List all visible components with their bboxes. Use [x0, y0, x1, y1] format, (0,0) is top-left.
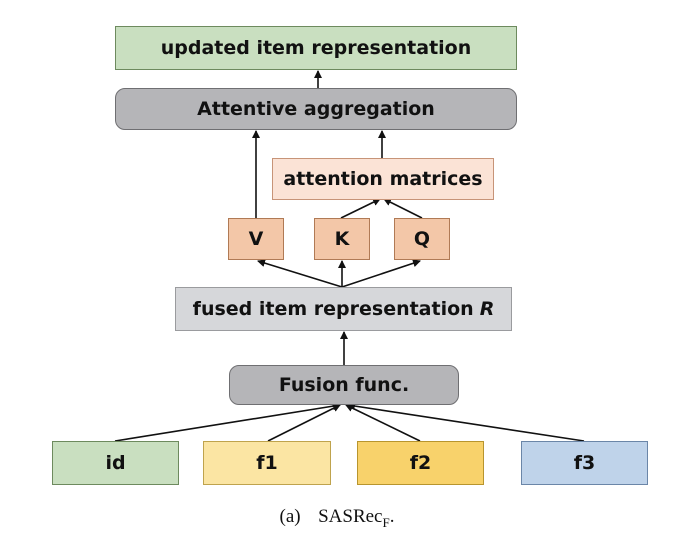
fusion-func-node: Fusion func. — [229, 365, 459, 405]
v-label: V — [248, 228, 264, 250]
attentive-aggregation-label: Attentive aggregation — [197, 98, 435, 120]
attention-matrices-label: attention matrices — [283, 168, 483, 190]
k-label: K — [334, 228, 350, 250]
attentive-aggregation-node: Attentive aggregation — [115, 88, 517, 130]
f3-feature-label: f3 — [573, 452, 596, 474]
updated-item-representation-label: updated item representation — [160, 37, 472, 59]
f1-feature-node: f1 — [203, 441, 331, 485]
arrow-fused-to-q — [341, 259, 421, 288]
f2-feature-label: f2 — [409, 452, 432, 474]
arrow-fused-to-v — [257, 259, 343, 288]
arrow-f2-to-fusion — [345, 404, 421, 442]
v-node: V — [228, 218, 284, 260]
q-label: Q — [413, 228, 431, 250]
caption-subscript: F — [382, 514, 390, 530]
caption-label: (a) — [279, 506, 301, 527]
fusion-func-label: Fusion func. — [278, 374, 410, 396]
arrow-f1-to-fusion — [267, 404, 341, 442]
arrow-k-to-attention — [340, 198, 381, 219]
arrow-f3-to-fusion — [347, 402, 585, 442]
caption-end: . — [389, 506, 395, 527]
k-node: K — [314, 218, 370, 260]
caption-model: SASRec — [318, 506, 383, 527]
f3-feature-node: f3 — [521, 441, 648, 485]
arrow-q-to-attention — [383, 198, 423, 219]
fused-item-representation-label: fused item representation — [192, 298, 474, 320]
id-feature-node: id — [52, 441, 179, 485]
f1-feature-label: f1 — [256, 452, 278, 474]
fused-item-representation-variable: R — [479, 298, 495, 320]
f2-feature-node: f2 — [357, 441, 484, 485]
figure-caption: (a) SASRecF. — [0, 506, 674, 531]
fused-item-representation-node: fused item representation R — [175, 287, 512, 331]
q-node: Q — [394, 218, 450, 260]
arrow-id-to-fusion — [114, 402, 341, 442]
updated-item-representation-node: updated item representation — [115, 26, 517, 70]
attention-matrices-node: attention matrices — [272, 158, 494, 200]
id-feature-label: id — [105, 452, 126, 474]
